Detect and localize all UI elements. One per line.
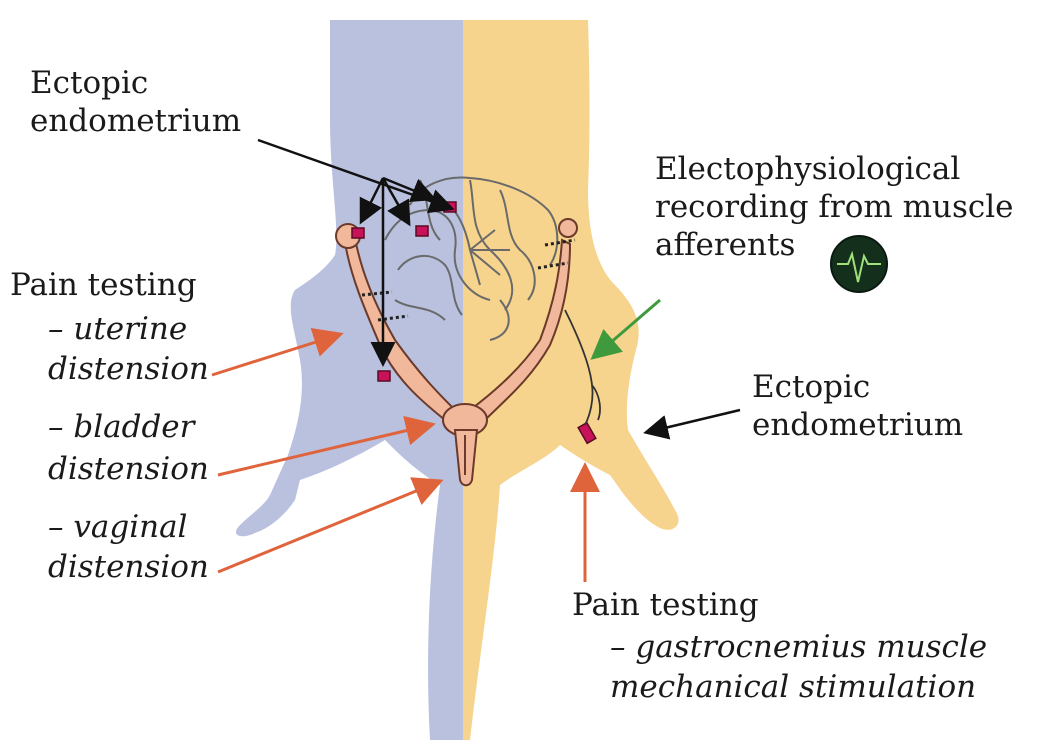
label-ectopic-top-1: Ectopic (30, 65, 149, 101)
label-uterine-2: distension (48, 351, 209, 387)
recording-arrow (590, 298, 661, 360)
lesion-5 (577, 421, 597, 445)
label-gastro-1: – gastrocnemius muscle (610, 629, 988, 665)
label-pain-bottom-title: Pain testing (572, 587, 759, 623)
label-bladder-2: distension (48, 451, 209, 487)
uterus (343, 236, 572, 487)
right-ovary (558, 218, 578, 238)
label-electro-3: afferents (655, 227, 796, 263)
ectopic-arrows (257, 138, 741, 440)
label-bladder-1: – bladder (48, 409, 195, 445)
label-gastro-2: mechanical stimulation (610, 669, 977, 705)
label-ectopic-right-1: Ectopic (752, 369, 871, 405)
ligation-marks (361, 238, 576, 322)
body-right-half (463, 20, 679, 740)
label-pain-left-title: Pain testing (10, 267, 197, 303)
label-vaginal-1: – vaginal (48, 509, 188, 545)
oscilloscope-icon (830, 235, 888, 293)
label-vaginal-2: distension (48, 549, 209, 585)
lesion-4 (377, 370, 391, 382)
label-ectopic-right-2: endometrium (752, 407, 964, 443)
body-left-half (235, 20, 463, 740)
pain-arrows (211, 327, 600, 582)
lesion-1 (351, 227, 365, 239)
label-ectopic-top-2: endometrium (30, 103, 242, 139)
label-electro-2: recording from muscle (655, 189, 1014, 225)
label-uterine-1: – uterine (48, 311, 188, 347)
lesion-2 (415, 225, 429, 237)
label-electro-1: Electophysiological (655, 151, 961, 187)
sciatic-nerve (564, 309, 601, 426)
